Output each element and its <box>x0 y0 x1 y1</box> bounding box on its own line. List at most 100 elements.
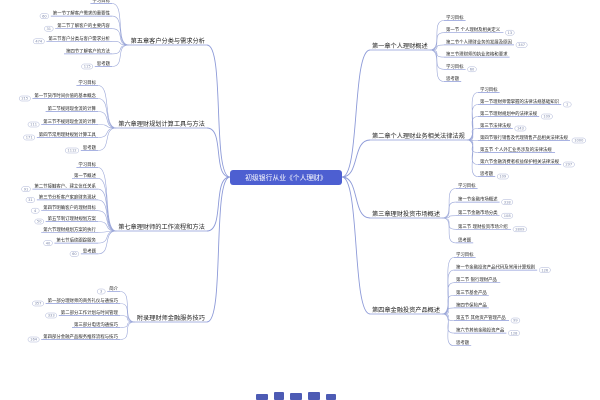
count-badge[interactable]: 2809 <box>512 226 527 233</box>
count-badge[interactable]: 347 <box>515 42 528 48</box>
count-badge[interactable]: 99 <box>510 317 521 324</box>
branch-node-ch7[interactable]: 第七章理财师的工作流程和方法 <box>116 223 207 232</box>
count-badge[interactable]: 108 <box>501 212 514 219</box>
branch-node-att[interactable]: 附录理财师金融服务技巧 <box>134 314 207 323</box>
count-badge[interactable]: 1000 <box>571 137 586 144</box>
count-badge[interactable]: 171 <box>23 134 36 141</box>
leaf-node[interactable]: 第四节了解客户的方法 <box>64 47 112 54</box>
count-badge[interactable]: 31 <box>44 25 54 32</box>
count-badge[interactable]: 4 <box>30 207 40 214</box>
count-badge[interactable]: 60 <box>69 251 80 257</box>
leaf-node[interactable]: 第二节规则现金流的计算 <box>45 105 98 112</box>
leaf-node[interactable]: 学习目标 <box>444 14 466 21</box>
leaf-node[interactable]: 思考题 <box>444 76 462 82</box>
count-badge[interactable]: 474 <box>32 38 45 45</box>
count-badge[interactable]: 115 <box>81 63 94 70</box>
leaf-node[interactable]: 第二节 银行理财产品 <box>454 276 501 283</box>
count-badge[interactable]: 297 <box>562 161 575 168</box>
count-badge[interactable]: 40 <box>43 240 53 246</box>
leaf-label: 学习目标 <box>480 86 498 93</box>
leaf-node[interactable]: 第三部分电话沟通技巧 <box>72 321 120 328</box>
count-badge-text: 347 <box>518 43 525 47</box>
leaf-node[interactable]: 学习目标 <box>454 251 476 258</box>
leaf-node[interactable]: 简介3 <box>96 285 120 295</box>
leaf-node[interactable]: 思考题 <box>456 237 474 243</box>
count-badge[interactable]: 60 <box>39 13 50 19</box>
count-badge[interactable]: 215 <box>18 95 31 102</box>
leaf-node[interactable]: 思考题 <box>454 340 472 346</box>
count-badge[interactable]: 128 <box>508 330 520 336</box>
count-badge[interactable]: 126 <box>538 267 551 273</box>
leaf-node[interactable]: 学习目标 <box>478 86 500 93</box>
branch-node-ch4[interactable]: 第四章金融投资产品概述 <box>370 306 443 315</box>
leaf-node[interactable]: 第五节制订理财规划方案 50 <box>34 215 98 225</box>
leaf-node[interactable]: 第六节理财规划方案的执行 <box>41 226 98 233</box>
count-badge[interactable]: 164 <box>27 336 40 343</box>
branch-node-ch1[interactable]: 第一章个人理财概述 <box>370 42 430 51</box>
leaf-node[interactable]: 第一节概述 <box>72 172 98 179</box>
count-badge[interactable]: 50 <box>34 218 44 225</box>
leaf-label: 学习目标 <box>92 0 110 4</box>
count-badge[interactable]: 143 <box>514 125 527 132</box>
leaf-node[interactable]: 学习目标 <box>456 182 478 189</box>
count-badge[interactable]: 91 <box>21 186 31 192</box>
leaf-label: 第五节制订理财规划方案 <box>48 215 97 222</box>
leaf-node[interactable]: 第三节理财师的执业资格和要求 <box>444 51 510 58</box>
count-badge[interactable]: 1112 <box>64 147 80 154</box>
leaf-node[interactable]: 第五节 个人外汇业务涉及的法律法规 <box>478 146 556 153</box>
leaf-node[interactable]: 第三节基金产品 <box>454 289 489 296</box>
root-node[interactable]: 初级银行从业《个人理财》 <box>230 170 342 185</box>
count-badge[interactable]: 109 <box>496 173 509 180</box>
branch-node-ch5[interactable]: 第五章客户分类与需求分析 <box>128 37 207 46</box>
leaf-node[interactable]: 学习目标 <box>90 0 112 4</box>
count-badge[interactable]: 333 <box>45 312 58 319</box>
count-badge[interactable]: 31 <box>25 197 36 203</box>
leaf-label: 第四部分金融产品服务推荐流程与技巧 <box>43 333 118 340</box>
leaf-node[interactable]: 学习目标 <box>76 161 98 168</box>
count-badge[interactable]: 1 <box>562 101 572 108</box>
branch-node-ch6[interactable]: 第六章理财规划计算工具与方法 <box>116 120 207 129</box>
leaf-node[interactable]: 第四节保险产品 <box>454 301 489 308</box>
count-badge[interactable]: 3 <box>96 288 106 295</box>
leaf-node[interactable]: 学习目标 <box>76 79 98 86</box>
count-badge[interactable]: 60 <box>467 66 477 73</box>
count-badge[interactable]: 111 <box>27 121 40 128</box>
branch-node-ch3[interactable]: 第三章理财投资市场概述 <box>370 210 443 219</box>
branch-node-ch2[interactable]: 第二章个人理财业务相关法律法规 <box>370 132 467 141</box>
count-badge[interactable]: 357 <box>32 300 44 307</box>
count-badge[interactable]: 318 <box>501 199 514 205</box>
count-badge[interactable]: 13 <box>505 29 515 36</box>
count-badge[interactable]: 109 <box>540 113 553 120</box>
